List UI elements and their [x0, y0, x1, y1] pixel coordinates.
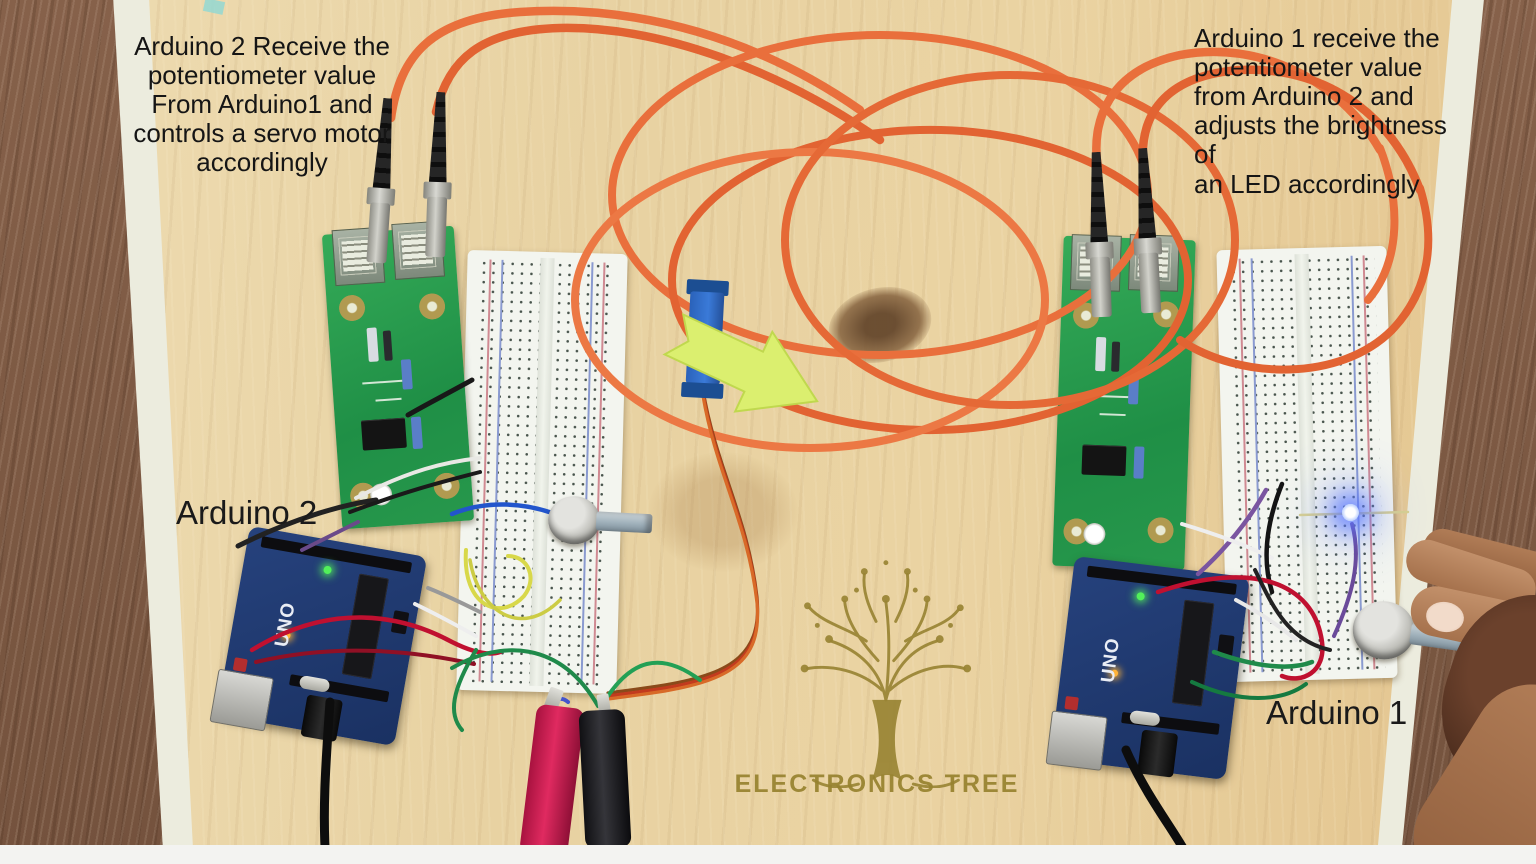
- bottom-band: [0, 845, 1536, 864]
- blue-led-glowing: [1342, 504, 1359, 521]
- fiber-connector: [421, 92, 455, 258]
- caption-left: Arduino 2 Receive the potentiometer valu…: [133, 31, 391, 178]
- label-arduino-1: Arduino 1: [1266, 694, 1408, 731]
- caption-right: Arduino 1 receive the potentiometer valu…: [1194, 23, 1447, 199]
- label-arduino-2: Arduino 2: [176, 494, 318, 531]
- fiber-connector: [1082, 152, 1116, 318]
- highlight-arrow-icon: [662, 312, 819, 413]
- potentiometer-left: [546, 494, 670, 553]
- logo-wordmark: ELECTRONICS TREE: [734, 770, 1020, 798]
- probe-black: [578, 708, 632, 850]
- electronics-tree-logo-icon: [800, 560, 972, 788]
- hand: [1360, 520, 1536, 864]
